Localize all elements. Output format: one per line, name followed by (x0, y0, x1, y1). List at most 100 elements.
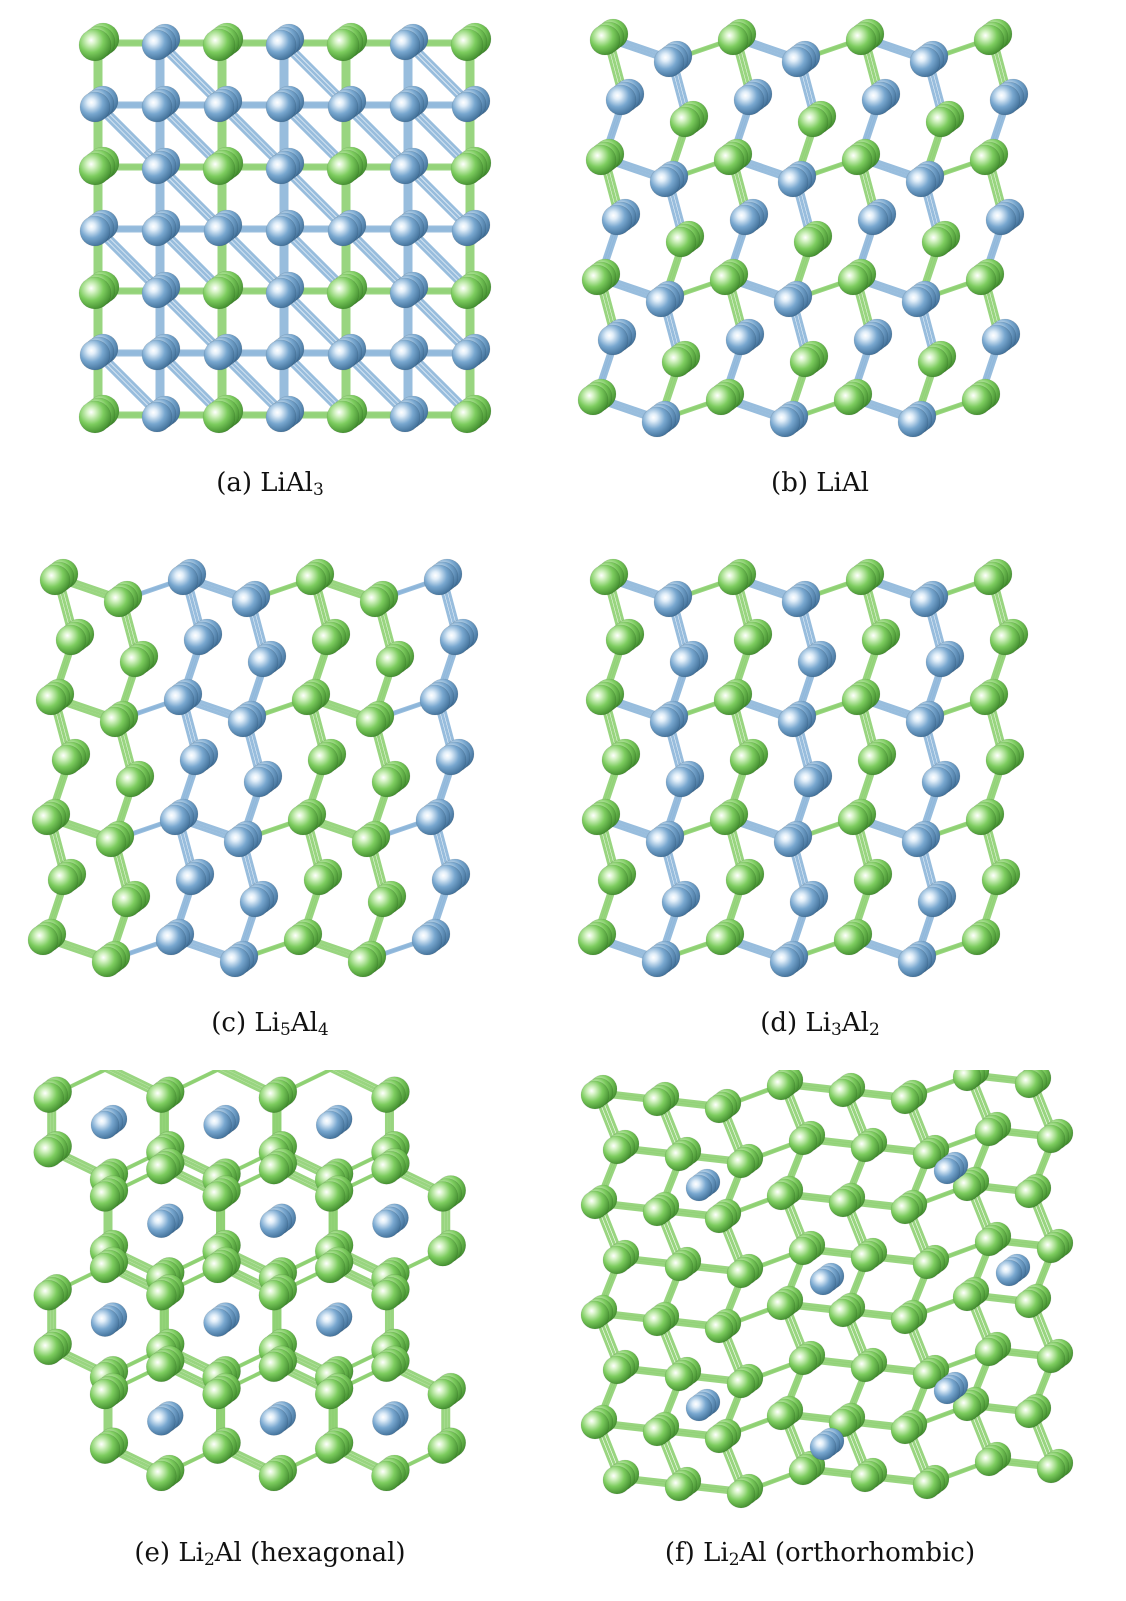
al-atom (167, 564, 199, 596)
li-atom (35, 684, 67, 716)
al-atom (641, 946, 673, 978)
li-atom (145, 1460, 177, 1492)
li-atom (145, 1351, 177, 1383)
al-atom (909, 46, 941, 78)
li-atom (311, 624, 343, 656)
li-atom (602, 1135, 632, 1165)
li-atom (89, 1378, 121, 1410)
li-atom (585, 684, 617, 716)
al-atom (649, 166, 681, 198)
li-atom (664, 1362, 694, 1392)
al-atom (901, 826, 933, 858)
al-atom (905, 166, 937, 198)
li-atom (725, 864, 757, 896)
formula-subscript: 5 (279, 1020, 291, 1040)
li-atom (1036, 1124, 1066, 1154)
al-atom (183, 624, 215, 656)
li-atom (427, 1378, 459, 1410)
li-atom (912, 1250, 942, 1280)
al-atom (265, 339, 297, 371)
formula-text: Li (254, 1008, 280, 1038)
al-atom (917, 886, 949, 918)
li-atom (788, 1346, 818, 1376)
al-atom (265, 153, 297, 185)
al-atom (597, 324, 629, 356)
al-atom (223, 826, 255, 858)
li-atom (258, 1351, 290, 1383)
al-atom (389, 215, 421, 247)
li-atom (78, 276, 112, 310)
li-atom (664, 1472, 694, 1502)
li-atom (580, 1080, 610, 1110)
caption-label: (d) (760, 1008, 798, 1038)
li-atom (664, 1252, 694, 1282)
li-atom (965, 804, 997, 836)
al-atom (259, 1407, 289, 1436)
al-atom (203, 215, 235, 247)
li-atom (1014, 1070, 1044, 1099)
structure-li3al2 (577, 558, 1029, 978)
li-atom (202, 28, 236, 62)
li-atom (969, 684, 1001, 716)
al-atom (79, 339, 111, 371)
al-atom (265, 91, 297, 123)
li-atom (202, 400, 236, 434)
li-atom (355, 706, 387, 738)
li-atom (850, 1243, 880, 1273)
li-atom (1014, 1289, 1044, 1319)
li-atom (115, 766, 147, 798)
structure-li5al4 (27, 558, 479, 978)
al-atom (389, 401, 421, 433)
li-atom (597, 864, 629, 896)
al-atom (729, 204, 761, 236)
al-atom (203, 1110, 232, 1140)
al-atom (141, 401, 173, 433)
al-atom (415, 804, 447, 836)
formula-text: Al (hexagonal) (214, 1538, 406, 1568)
al-atom (219, 946, 251, 978)
al-atom (179, 744, 211, 776)
li-atom (589, 24, 621, 56)
li-atom (89, 1252, 121, 1284)
li-atom (450, 28, 484, 62)
li-atom (450, 400, 484, 434)
panel-c-li5al4: (c) Li5Al4 (10, 540, 530, 1070)
li-atom (31, 804, 63, 836)
al-atom (685, 1394, 713, 1422)
li-atom (788, 1126, 818, 1156)
li-atom (605, 624, 637, 656)
al-atom (79, 215, 111, 247)
li-atom (577, 384, 609, 416)
formula-text: Li (703, 1538, 729, 1568)
li-atom (202, 276, 236, 310)
li-atom (1036, 1234, 1066, 1264)
al-atom (809, 1433, 837, 1461)
al-atom (921, 766, 953, 798)
al-atom (797, 646, 829, 678)
li-atom (202, 1252, 233, 1284)
li-atom (853, 864, 885, 896)
li-atom (602, 1245, 632, 1275)
al-atom (853, 324, 885, 356)
li-atom (580, 1190, 610, 1220)
al-atom (79, 91, 111, 123)
al-atom (777, 166, 809, 198)
li-atom (952, 1392, 982, 1422)
li-atom (283, 924, 315, 956)
li-atom (371, 766, 403, 798)
li-atom (726, 1369, 756, 1399)
al-atom (769, 406, 801, 438)
al-atom (981, 324, 1013, 356)
li-atom (33, 1137, 65, 1168)
li-atom (145, 1153, 177, 1185)
li-atom (145, 1280, 177, 1311)
caption-label: (e) (134, 1538, 171, 1568)
li-atom (766, 1181, 796, 1211)
li-atom (307, 744, 339, 776)
al-atom (989, 84, 1021, 116)
al-atom (857, 204, 889, 236)
al-atom (789, 886, 821, 918)
li-atom (1014, 1179, 1044, 1209)
al-atom (243, 766, 275, 798)
li-atom (375, 646, 407, 678)
